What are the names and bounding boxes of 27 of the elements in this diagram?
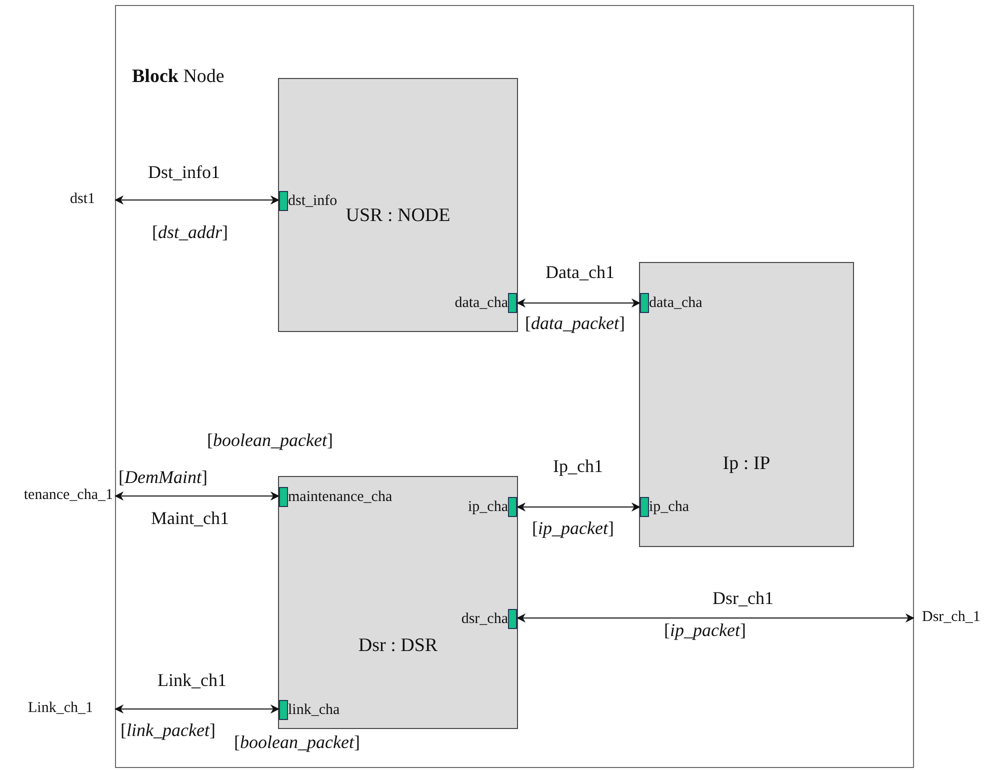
block-title: USR : NODE bbox=[344, 205, 452, 227]
block-title: Block Node bbox=[132, 66, 224, 88]
connector-arrow bbox=[114, 492, 280, 500]
block-box bbox=[278, 78, 518, 332]
connector-arrow bbox=[516, 502, 640, 512]
port-label: data_cha bbox=[649, 294, 702, 312]
port-label: data_cha bbox=[454, 294, 508, 312]
block-title: Dsr : DSR bbox=[357, 635, 439, 657]
connector-arrow bbox=[516, 614, 914, 622]
port-label: maintenance_cha bbox=[288, 488, 392, 506]
edge-label: Dst_info1 bbox=[147, 162, 221, 182]
port-label: ip_cha bbox=[468, 498, 508, 516]
terminal-label: tenance_cha_1 bbox=[24, 486, 113, 504]
frame-border bbox=[115, 5, 914, 768]
connector-arrow bbox=[516, 298, 640, 308]
terminal-label: Dsr_ch_1 bbox=[922, 608, 980, 626]
connector-arrow bbox=[114, 196, 280, 204]
block-box bbox=[278, 476, 518, 729]
port-label: ip_cha bbox=[649, 498, 689, 516]
block-title: Ip : IP bbox=[722, 453, 772, 475]
port-label: dst_info bbox=[288, 192, 338, 210]
terminal-label: dst1 bbox=[70, 190, 95, 208]
connector-arrow bbox=[114, 704, 280, 714]
port-label: dsr_cha bbox=[461, 610, 508, 628]
port-label: link_cha bbox=[288, 702, 340, 718]
terminal-label: Link_ch_1 bbox=[28, 700, 93, 716]
block-box bbox=[639, 262, 854, 547]
